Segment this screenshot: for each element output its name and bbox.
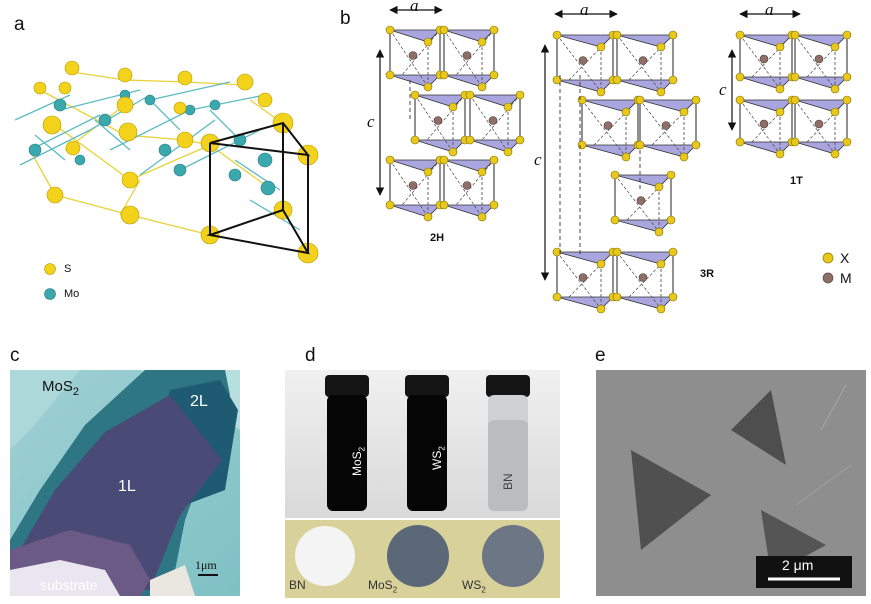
vial-label-ws2-base: WS [430,450,444,470]
panel-label-c: c [10,345,20,366]
legend-a-mo: Mo [44,288,79,300]
mos2-structure-diagram [14,60,319,264]
region-label-substrate: substrate [40,577,98,593]
mo-atoms [28,89,276,196]
vial-label-mos2: MoS2 [350,447,366,476]
vial-label-bn-base: BN [501,473,515,490]
vial-label-bn: BN [501,473,515,490]
film-label-ws2-sub: 2 [481,585,486,595]
lattice-arrows [375,5,801,281]
polytype-label-1t: 1T [790,175,803,187]
sem-micrograph [596,370,866,596]
panel-label-a: a [14,14,25,35]
film-label-mos2-sub: 2 [392,585,398,595]
unit-prism [206,121,311,255]
film-label-bn: BN [289,578,306,592]
vial-label-ws2: WS2 [430,446,446,470]
legend-b-m-label: M [840,270,852,286]
polytype-diagram [375,5,852,314]
lattice-c-label-2h: c [367,112,375,131]
lattice-c-label-1t: c [719,80,727,99]
mo-atom-icon [44,288,56,300]
vial-label-mos2-sub: 2 [357,446,367,452]
film-label-mos2: MoS2 [368,578,397,594]
lattice-a-label-2h: a [410,0,419,15]
film-label-ws2-base: WS [462,578,482,592]
bond-network [14,71,301,236]
legend-b-x: X [822,250,849,266]
legend-a-s: S [44,263,71,275]
scale-bar-c [198,574,218,576]
vial-label-mos2-base: MoS [350,451,364,476]
panel-label-e: e [595,345,606,366]
lattice-a-label-3r: a [580,0,589,19]
m-atom-icon [822,272,834,284]
x-atom-icon [822,252,834,264]
scale-bar-c-label: 1μm [195,558,217,572]
material-label-mos2: MoS2 [42,378,79,398]
dispersion-photo [285,370,560,598]
polytype-label-2h: 2H [430,232,445,244]
panel-label-d: d [305,345,316,366]
legend-a-mo-label: Mo [64,288,80,300]
legend-b-x-label: X [840,250,850,266]
material-label-sub: 2 [72,386,79,398]
legend-b-m: M [822,270,852,286]
s-atom-icon [44,263,56,275]
panel-label-b: b [340,8,351,29]
material-label-base: MoS [42,378,73,395]
polytype-label-3r: 3R [700,268,715,280]
legend-a-s-label: S [64,263,72,275]
scale-bar-e-label: 2 μm [782,557,814,573]
film-label-bn-base: BN [289,578,306,592]
lattice-a-label-1t: a [765,0,774,19]
region-label-2l: 2L [190,393,208,410]
s-atoms [33,60,319,264]
lattice-c-label-3r: c [534,150,542,169]
film-label-mos2-base: MoS [368,578,393,592]
vial-label-ws2-sub: 2 [437,446,447,451]
optical-micrograph [10,370,240,596]
film-label-ws2: WS2 [462,578,486,594]
region-label-1l: 1L [118,478,136,495]
